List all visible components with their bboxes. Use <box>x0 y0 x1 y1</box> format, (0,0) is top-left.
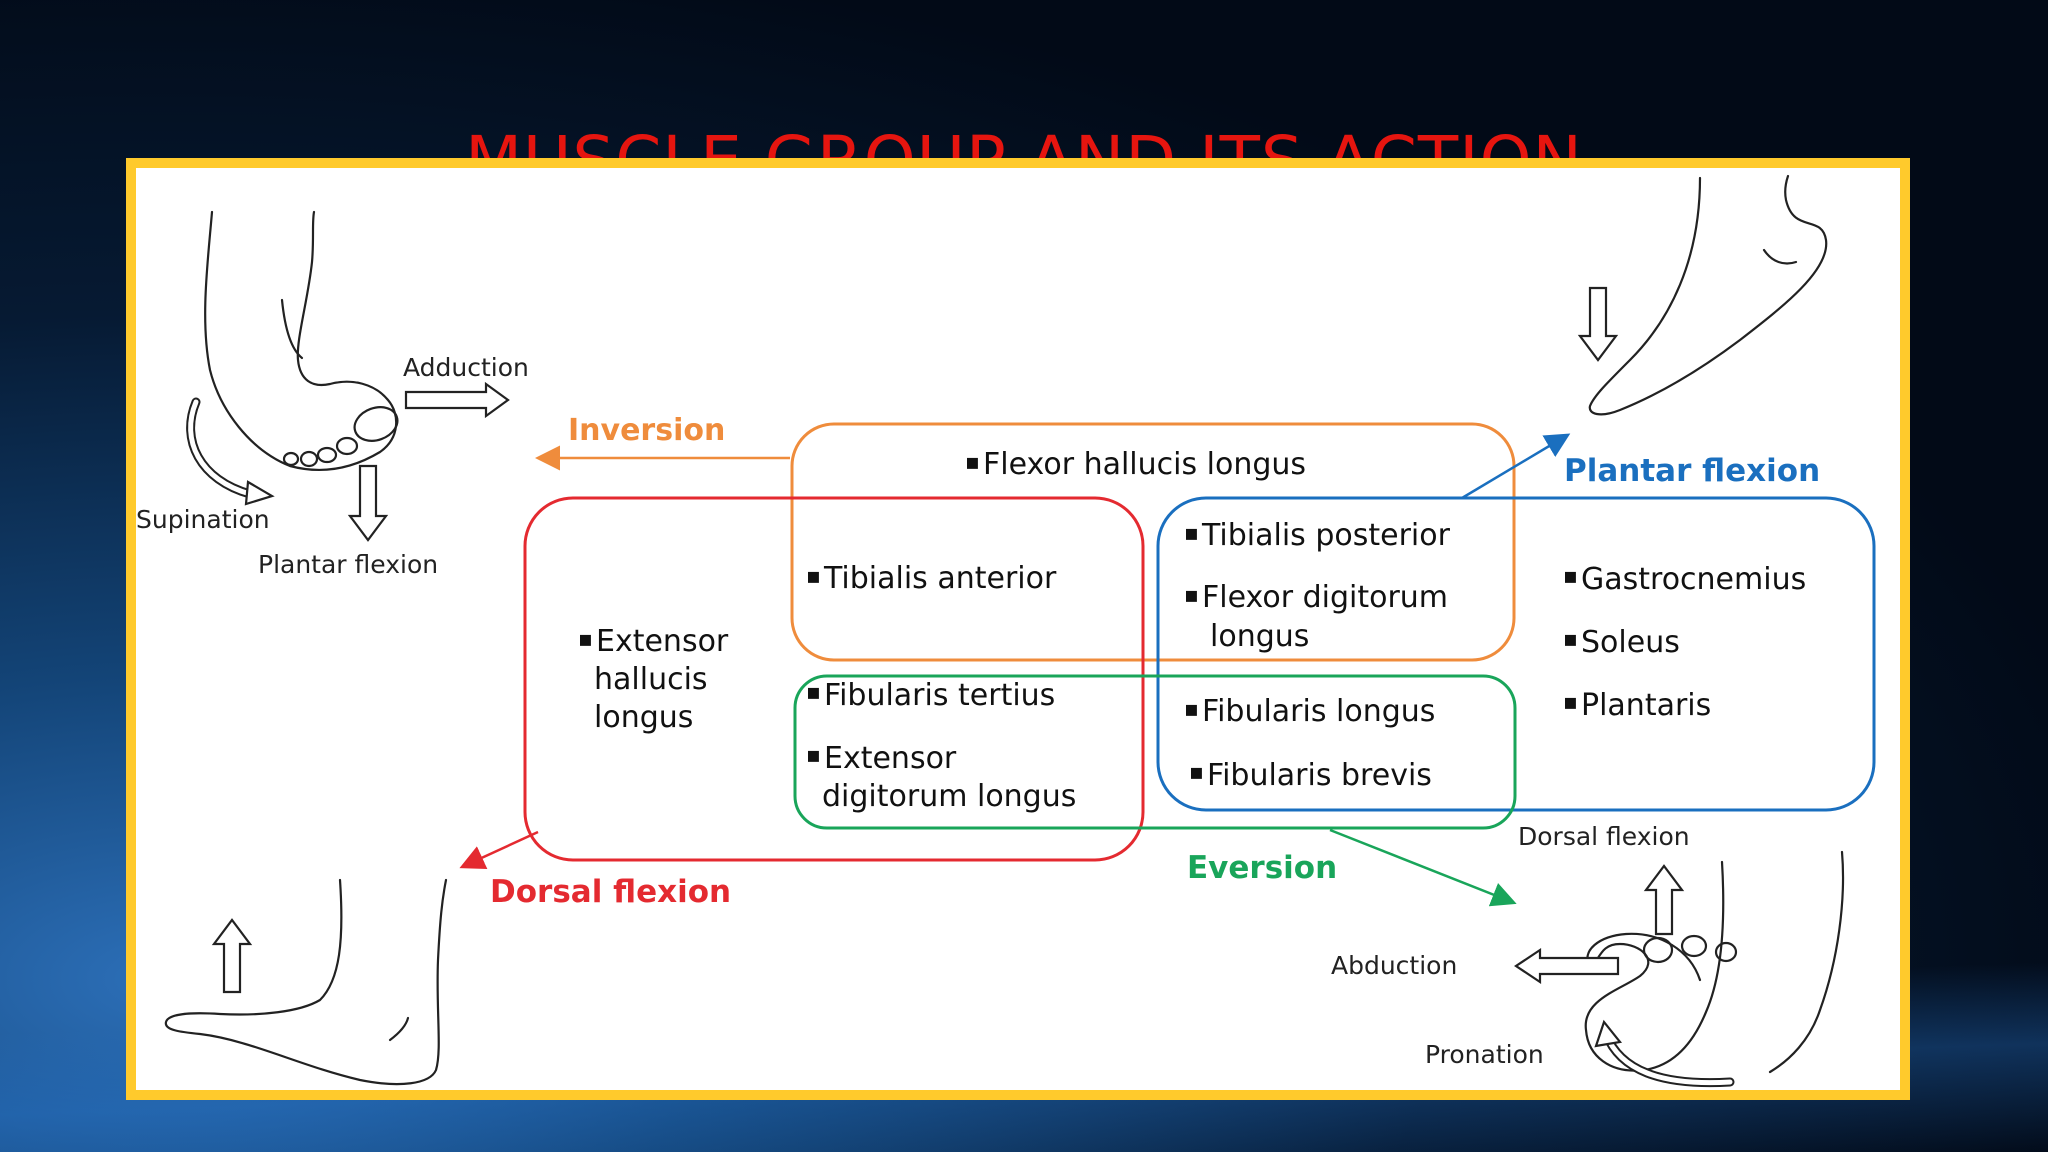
foot-top-right-illustration <box>1577 174 1828 416</box>
muscle-extensor-hallucis-line3: longus <box>594 700 693 735</box>
plantar-flexion-box <box>1156 496 1876 812</box>
inversion-label: Inversion <box>568 413 725 448</box>
dorsal-flexion-label: Dorsal flexion <box>490 874 731 910</box>
foot-bottom-left-illustration <box>164 878 448 1086</box>
bullet: ▪ <box>1563 564 1578 589</box>
abduction-label: Abduction <box>1331 951 1457 980</box>
muscle-extensor-digitorum-line2: digitorum longus <box>822 779 1076 814</box>
muscle-soleus: Soleus <box>1581 625 1680 660</box>
plantar-flexion-small-label: Plantar flexion <box>258 550 438 579</box>
foot-top-left-illustration <box>186 210 510 542</box>
muscle-extensor-hallucis-line2: hallucis <box>594 662 708 697</box>
foot-bottom-right-illustration <box>1514 850 1845 1088</box>
plantar-flexion-label: Plantar flexion <box>1564 453 1820 489</box>
dorsal-flexion-box <box>523 496 1145 862</box>
muscle-flexor-hallucis-longus: Flexor hallucis longus <box>983 447 1306 482</box>
bullet: ▪ <box>1184 521 1199 546</box>
bullet: ▪ <box>806 564 821 589</box>
dorsal-flexion-small-label: Dorsal flexion <box>1518 822 1690 851</box>
muscle-plantaris: Plantaris <box>1581 688 1711 723</box>
muscle-tibialis-posterior: Tibialis posterior <box>1201 518 1451 553</box>
muscle-extensor-hallucis-line1: Extensor <box>596 624 729 659</box>
adduction-label: Adduction <box>403 353 529 382</box>
muscle-flexor-digitorum-line1: Flexor digitorum <box>1202 580 1448 615</box>
muscle-fibularis-tertius: Fibularis tertius <box>824 678 1055 713</box>
inversion-box <box>790 422 1516 662</box>
muscle-extensor-digitorum-line1: Extensor <box>824 741 957 776</box>
bullet: ▪ <box>1189 760 1204 785</box>
bullet: ▪ <box>1184 583 1199 608</box>
muscle-gastrocnemius: Gastrocnemius <box>1581 562 1806 597</box>
plantar-flexion-arrow <box>1461 433 1571 500</box>
muscle-tibialis-anterior: Tibialis anterior <box>823 561 1057 596</box>
dorsal-flexion-arrow <box>459 830 539 870</box>
bullet: ▪ <box>1184 697 1199 722</box>
pronation-label: Pronation <box>1425 1040 1544 1069</box>
bullet: ▪ <box>806 743 821 768</box>
bullet: ▪ <box>578 627 593 652</box>
muscle-fibularis-longus: Fibularis longus <box>1202 694 1435 729</box>
eversion-label: Eversion <box>1187 850 1337 886</box>
muscle-flexor-digitorum-line2: longus <box>1210 619 1309 654</box>
eversion-box <box>793 674 1517 830</box>
bullet: ▪ <box>1563 627 1578 652</box>
eversion-arrow <box>1329 828 1517 907</box>
bullet: ▪ <box>806 680 821 705</box>
bullet: ▪ <box>1563 690 1578 715</box>
bullet: ▪ <box>965 450 980 475</box>
muscle-fibularis-brevis: Fibularis brevis <box>1207 758 1432 793</box>
supination-label: Supination <box>136 505 270 534</box>
